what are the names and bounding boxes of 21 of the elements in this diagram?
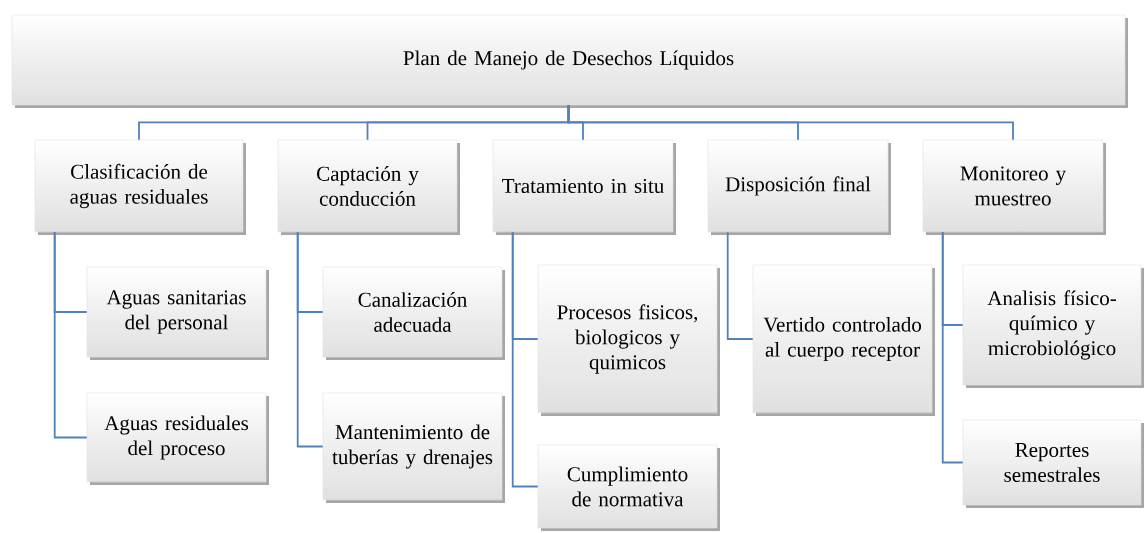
- connector: [941, 231, 964, 464]
- connector: [567, 104, 1014, 141]
- process-box: Reportes semestrales: [962, 419, 1144, 508]
- process-box: Clasificación de aguas residuales: [34, 139, 246, 235]
- connector: [511, 231, 539, 488]
- process-box: Aguas residuales del proceso: [86, 392, 269, 485]
- process-box: Cumplimiento de normativa: [537, 444, 720, 531]
- connector: [296, 231, 324, 448]
- process-box: Procesos fisicos, biologicos y quimicos: [537, 264, 720, 416]
- connector: [726, 231, 754, 340]
- process-box: Captación y conducción: [277, 139, 460, 235]
- process-box: Analisis físico-químico y microbiológico: [962, 264, 1144, 388]
- process-box: Disposición final: [707, 139, 891, 235]
- process-box: Tratamiento in situ: [492, 139, 676, 235]
- process-box: Monitoreo y muestreo: [922, 139, 1106, 235]
- process-box: Canalización adecuada: [322, 266, 505, 360]
- process-box: Mantenimiento de tuberías y drenajes: [322, 392, 505, 503]
- title-box: Plan de Manejo de Desechos Líquidos: [11, 14, 1128, 108]
- connector: [53, 231, 88, 439]
- process-box: Vertido controlado al cuerpo receptor: [752, 264, 935, 416]
- process-box: Aguas sanitarias del personal: [86, 266, 269, 360]
